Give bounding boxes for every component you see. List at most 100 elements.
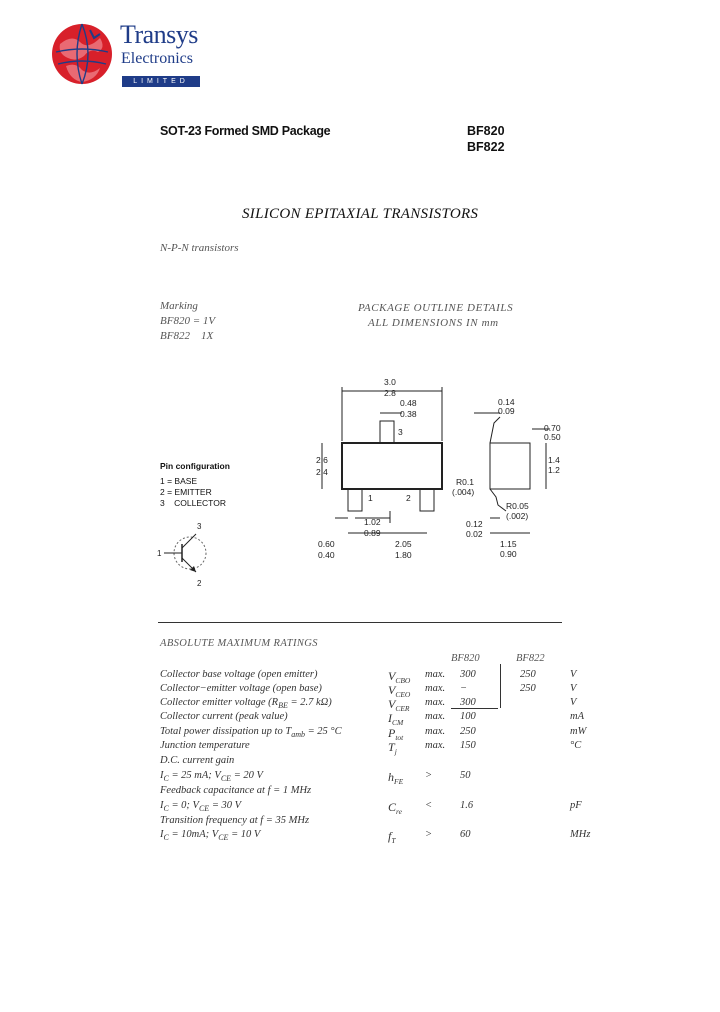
parameter-text: Feedback capacitance at f = 1 MHz bbox=[160, 785, 312, 796]
rating-unit: °C bbox=[570, 740, 582, 751]
parameter-text: Collector base voltage (open emitter) bbox=[160, 669, 318, 680]
rating-parameter: Junction temperature bbox=[160, 740, 250, 751]
rating-limit: max. bbox=[425, 683, 446, 694]
parameter-text: = 20 V bbox=[231, 770, 263, 781]
brand-sub: Electronics bbox=[121, 50, 193, 67]
rating-value-bf820: 250 bbox=[460, 726, 476, 737]
rating-unit: V bbox=[570, 669, 577, 680]
outline-subheading: ALL DIMENSIONS IN mm bbox=[368, 317, 499, 329]
parameter-text: = 10 V bbox=[228, 829, 261, 840]
rating-limit: > bbox=[425, 829, 433, 840]
rating-limit: max. bbox=[425, 726, 446, 737]
parameter-text: I bbox=[160, 829, 164, 840]
subtitle: N-P-N transistors bbox=[160, 242, 239, 254]
symbol-letter: P bbox=[388, 726, 396, 740]
rating-value-bf820: − bbox=[460, 683, 468, 694]
dim-label: 2.05 bbox=[395, 539, 412, 549]
ratings-col-bf820: BF820 bbox=[451, 653, 480, 664]
rating-symbol: VCEO bbox=[388, 683, 410, 699]
rating-symbol: fT bbox=[388, 829, 396, 845]
dim-label: 1.80 bbox=[395, 550, 412, 560]
rating-limit: max. bbox=[425, 740, 446, 751]
symbol-letter: h bbox=[388, 770, 394, 784]
rating-symbol: ICM bbox=[388, 711, 403, 727]
dim-label: 0.40 bbox=[318, 550, 335, 560]
dim-label: 0.48 bbox=[400, 398, 417, 408]
dim-label: (.004) bbox=[452, 487, 474, 497]
ratings-col-bf822: BF822 bbox=[516, 653, 545, 664]
rating-parameter: D.C. current gain bbox=[160, 755, 234, 766]
parameter-text: Collector emitter voltage (R bbox=[160, 697, 279, 708]
company-logo: Transys Electronics LIMITED bbox=[50, 20, 215, 90]
marking-line: BF822 1X bbox=[160, 330, 214, 342]
part-number-2: BF822 bbox=[467, 140, 505, 154]
rating-row: Total power dissipation up to Tamb = 25 … bbox=[160, 726, 590, 742]
symbol-letter: I bbox=[388, 711, 392, 725]
rating-value-bf822: 250 bbox=[520, 669, 536, 680]
symbol-subscript: T bbox=[391, 836, 396, 846]
rating-parameter: IC = 10mA; VCE = 10 V bbox=[160, 829, 260, 842]
rating-unit: mW bbox=[570, 726, 587, 737]
package-outline-drawing: 3.0 2.8 0.48 0.38 3 2.6 2.4 1 2 1.02 0.8… bbox=[316, 377, 561, 560]
dim-label: 3.0 bbox=[384, 377, 396, 387]
dim-label: 0.38 bbox=[400, 409, 417, 419]
symbol-subscript: CER bbox=[395, 704, 410, 714]
rating-unit: mA bbox=[570, 711, 584, 722]
brand-tag: LIMITED bbox=[122, 76, 200, 87]
rating-parameter: IC = 0; VCE = 30 V bbox=[160, 800, 241, 813]
dim-label: 2.6 bbox=[316, 455, 328, 465]
dim-label: R0.05 bbox=[506, 501, 529, 511]
parameter-text: Collector current (peak value) bbox=[160, 711, 288, 722]
rating-value-bf820: 100 bbox=[460, 711, 476, 722]
rating-unit: V bbox=[570, 697, 577, 708]
symbol-subscript: CBO bbox=[395, 676, 411, 686]
rating-row: Transition frequency at f = 35 MHz bbox=[160, 815, 590, 829]
ratings-heading: ABSOLUTE MAXIMUM RATINGS bbox=[160, 638, 318, 649]
parameter-subscript: C bbox=[163, 833, 169, 843]
divider bbox=[158, 622, 562, 623]
parameter-text: = 25 °C bbox=[304, 726, 342, 737]
brand-name: Transys bbox=[120, 20, 198, 49]
column-divider bbox=[500, 664, 501, 708]
transistor-symbol: 3 1 2 bbox=[157, 522, 207, 588]
parameter-text: = 10mA; V bbox=[168, 829, 219, 840]
symbol-subscript: CEO bbox=[395, 690, 411, 700]
symbol-letter: V bbox=[388, 669, 396, 683]
marking-line: BF820 = 1V bbox=[160, 315, 216, 327]
dim-label: 2.4 bbox=[316, 467, 328, 477]
part-number-1: BF820 bbox=[467, 124, 505, 138]
rating-symbol: Ptot bbox=[388, 726, 403, 742]
parameter-text: = 25 mA; V bbox=[168, 770, 221, 781]
symbol-letter: T bbox=[388, 740, 395, 754]
dim-label: 0.02 bbox=[466, 529, 483, 539]
parameter-text: = 30 V bbox=[209, 800, 242, 811]
dim-label: 3 bbox=[398, 427, 403, 437]
rating-parameter: Collector emitter voltage (RBE = 2.7 kΩ) bbox=[160, 697, 332, 710]
parameter-text: Junction temperature bbox=[160, 740, 250, 751]
parameter-subscript: CE bbox=[198, 804, 210, 814]
rating-parameter: Total power dissipation up to Tamb = 25 … bbox=[160, 726, 342, 739]
rating-unit: pF bbox=[570, 800, 582, 811]
dim-label: 2.8 bbox=[384, 388, 396, 398]
rating-symbol: Tj bbox=[388, 740, 397, 756]
symbol-letter: C bbox=[388, 800, 397, 814]
rating-limit: max. bbox=[425, 711, 446, 722]
rating-unit: MHz bbox=[570, 829, 591, 840]
dim-label: 0.50 bbox=[544, 432, 561, 442]
symbol-subscript: CM bbox=[392, 718, 404, 728]
pin-config-heading: Pin configuration bbox=[160, 461, 230, 471]
rating-symbol: VCER bbox=[388, 697, 410, 713]
rating-row: Collector current (peak value) ICM max. 100… bbox=[160, 711, 590, 727]
rating-symbol: VCBO bbox=[388, 669, 410, 685]
dim-label: 2 bbox=[406, 493, 411, 503]
rating-symbol: Cre bbox=[388, 800, 402, 816]
pin-number: 2 bbox=[197, 579, 202, 588]
dim-label: 1.15 bbox=[500, 539, 517, 549]
symbol-subscript: re bbox=[396, 807, 402, 817]
dim-label: 1 bbox=[368, 493, 373, 503]
parameter-text: = 0; V bbox=[168, 800, 199, 811]
dim-label: 1.2 bbox=[548, 465, 560, 475]
